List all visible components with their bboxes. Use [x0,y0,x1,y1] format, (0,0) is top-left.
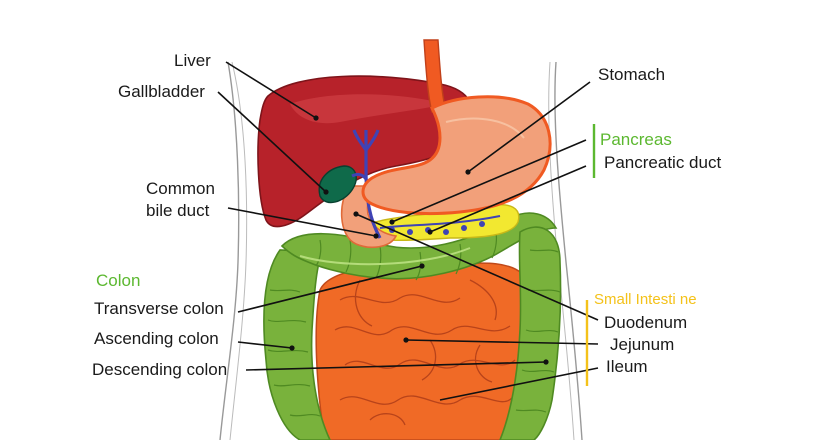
colon [263,212,562,440]
small-intestine [315,262,535,440]
label-stomach: Stomach [598,65,665,84]
label-liver: Liver [174,51,211,70]
body-outline [219,61,583,440]
label-gallbladder: Gallbladder [118,82,205,101]
group-brackets [585,124,596,386]
group-label-small-intestine: Small Intesti ne [594,291,697,308]
stomach [361,39,552,216]
bile-duct [352,129,382,239]
label-duodenum: Duodenum [604,313,687,332]
label-ileum: Ileum [606,357,648,376]
label-descending-colon: Descending colon [92,360,227,379]
pointer-lines [217,61,599,401]
group-label-pancreas: Pancreas [600,130,672,149]
label-ascending-colon: Ascending colon [94,329,219,348]
pancreas [362,204,520,242]
label-pancreatic-duct: Pancreatic duct [604,153,721,172]
group-label-colon: Colon [96,271,140,290]
label-common-bile-duct-line2: bile duct [146,201,210,220]
gallbladder [318,165,370,204]
label-transverse-colon: Transverse colon [94,299,224,318]
label-common-bile-duct-line1: Common [146,179,215,198]
label-jejunum: Jejunum [610,335,674,354]
